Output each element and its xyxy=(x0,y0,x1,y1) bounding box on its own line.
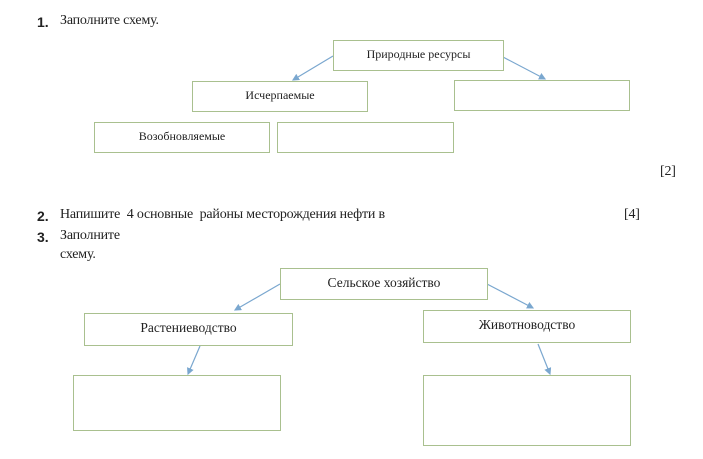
arrow xyxy=(486,283,535,309)
scheme2-left-child-empty-box[interactable] xyxy=(73,375,281,431)
scheme2-root-label: Сельское хозяйство xyxy=(327,275,441,290)
question-2-text: Напишите 4 основные районы месторождения… xyxy=(60,207,385,222)
arrow xyxy=(233,283,281,311)
question-1-score: [2] xyxy=(660,164,676,179)
question-2-score: [4] xyxy=(624,207,640,222)
scheme2-left-box: Растениеводство xyxy=(84,313,293,346)
question-1-text: Заполните схему. xyxy=(60,13,159,28)
scheme2-right-child-label xyxy=(424,376,630,382)
arrow xyxy=(187,345,201,376)
scheme2-left-label: Растениеводство xyxy=(140,320,237,335)
scheme2-left-child-label xyxy=(74,376,280,382)
question-2-number: 2. xyxy=(37,208,49,224)
scheme1-bottom-left-label: Возобновляемые xyxy=(138,129,226,143)
scheme2-right-label: Животноводство xyxy=(478,317,576,332)
scheme2-root-box: Сельское хозяйство xyxy=(280,268,488,300)
scheme1-bottom-left-box: Возобновляемые xyxy=(94,122,270,153)
arrow xyxy=(502,56,547,80)
scheme2-right-box: Животноводство xyxy=(423,310,631,343)
scheme1-left-label: Исчерпаемые xyxy=(245,88,315,102)
scheme1-right-empty-box[interactable] xyxy=(454,80,630,111)
scheme1-root-box: Природные ресурсы xyxy=(333,40,504,71)
scheme1-bottom-right-empty-box[interactable] xyxy=(277,122,454,153)
scheme1-bottom-right-label xyxy=(278,123,453,129)
question-3-text-line1: Заполните xyxy=(60,228,120,243)
question-3-number: 3. xyxy=(37,229,49,245)
scheme1-root-label: Природные ресурсы xyxy=(366,47,471,61)
scheme1-left-box: Исчерпаемые xyxy=(192,81,368,112)
arrow xyxy=(291,55,334,81)
arrow xyxy=(537,343,552,376)
question-1-number: 1. xyxy=(37,14,49,30)
scheme1-right-label xyxy=(455,81,629,87)
scheme2-right-child-empty-box[interactable] xyxy=(423,375,631,446)
question-3-text-line2: схему. xyxy=(60,247,96,262)
